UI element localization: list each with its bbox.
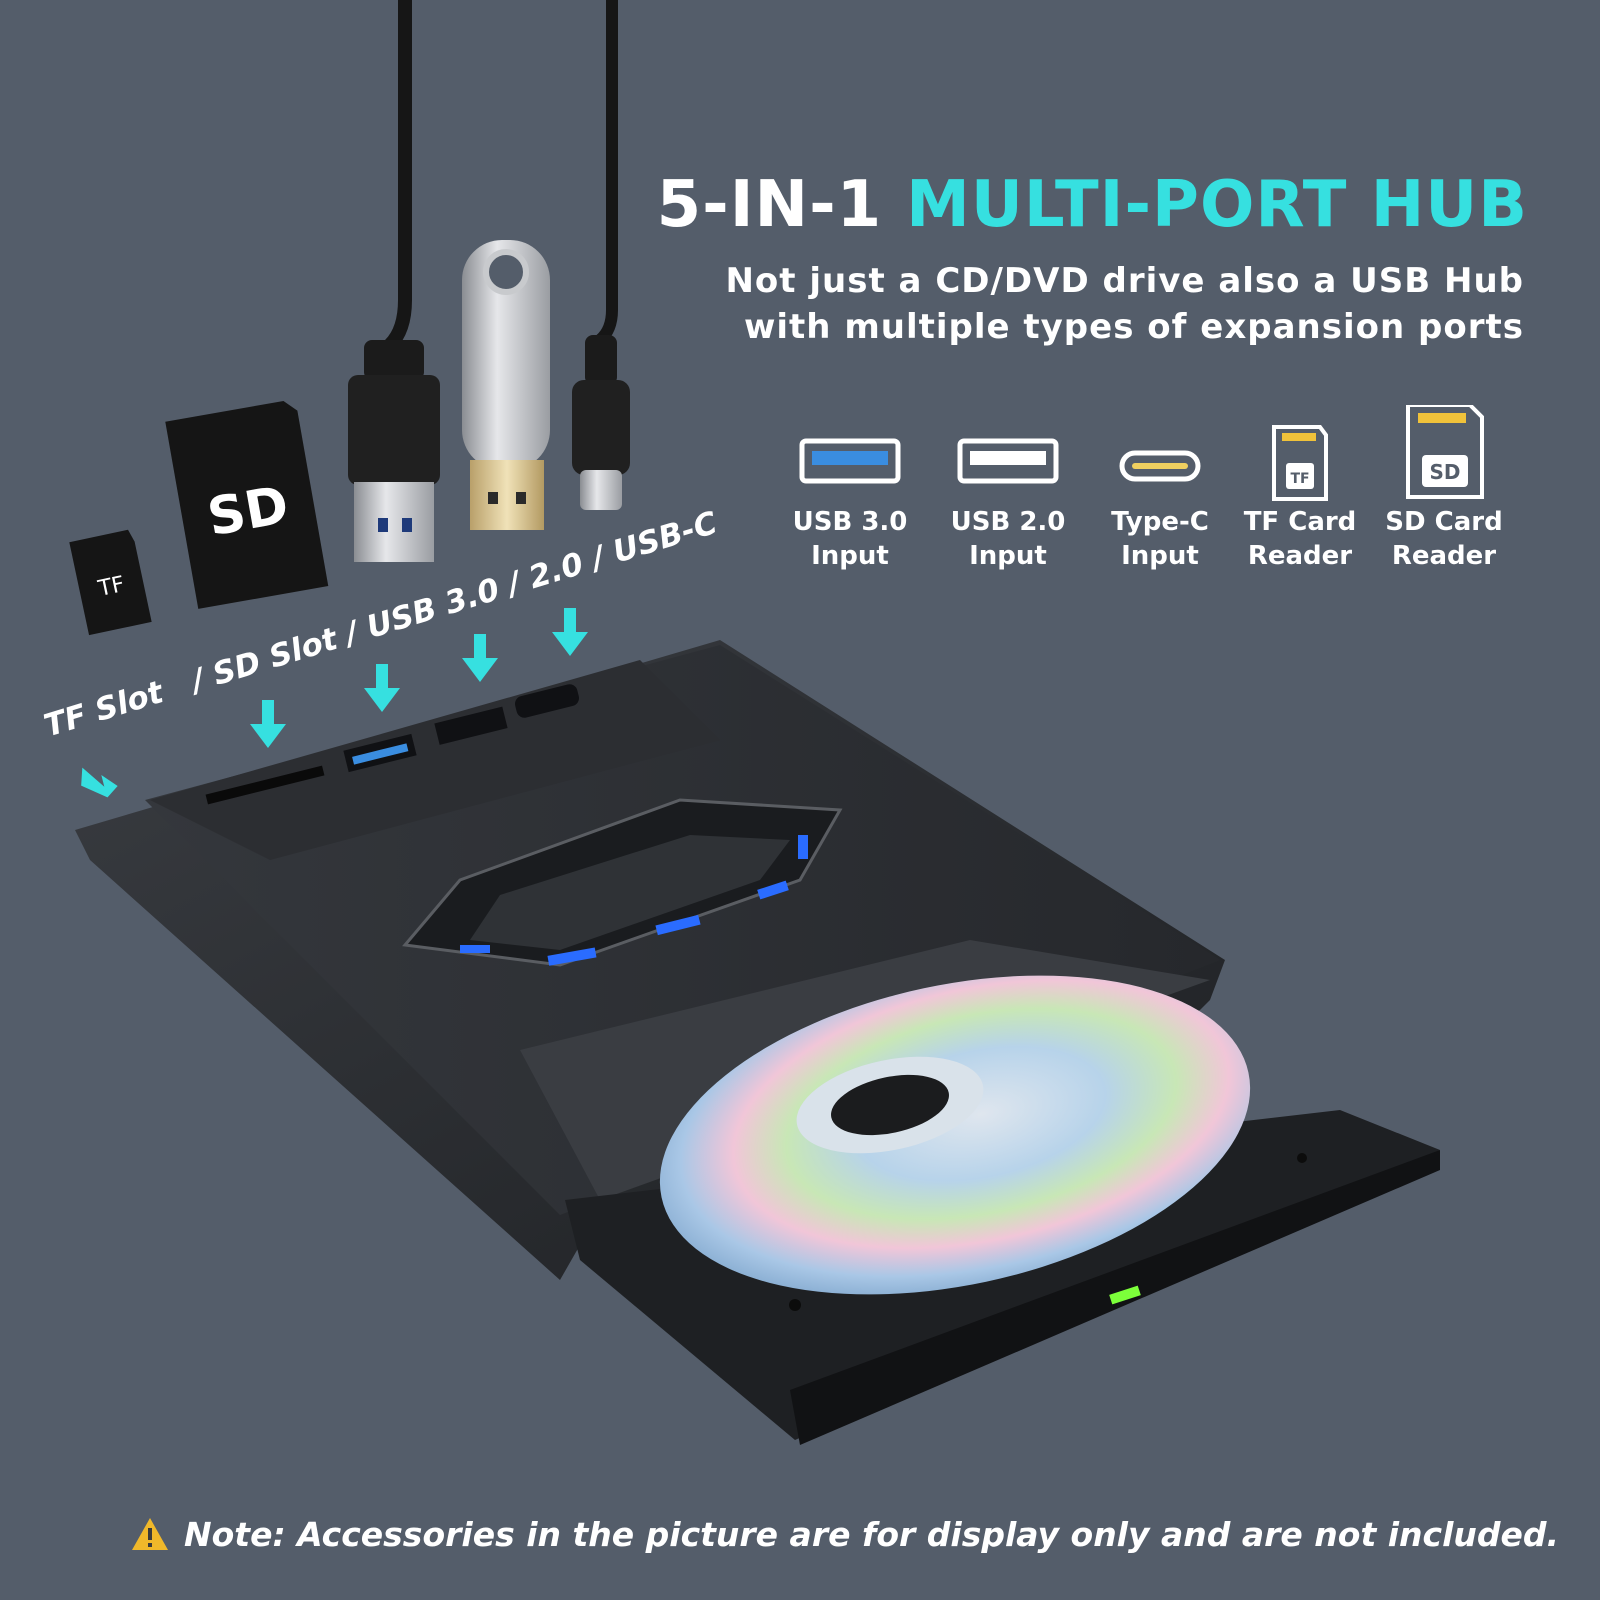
tf-card: TF: [69, 529, 152, 636]
arrow-icon-usb3: [364, 664, 400, 712]
svg-text:SD: SD: [1429, 460, 1460, 484]
feature-tf-card-line1: TF Card: [1243, 507, 1357, 537]
disclaimer-note: Note: Accessories in the picture are for…: [130, 1515, 1559, 1560]
feature-type-c-line1: Type-C: [1111, 507, 1209, 537]
dvd-drive: [75, 640, 1440, 1445]
feature-sd-card: SD SD Card Reader: [1374, 403, 1514, 573]
sd-slot: [205, 765, 325, 805]
feature-usb-3-line1: USB 3.0: [792, 507, 908, 537]
arrow-icon-usbc: [552, 608, 588, 656]
type-c-port-icon: [1090, 405, 1230, 505]
port-feature-list: USB 3.0 Input USB 2.0 Input Type-C Input: [790, 403, 1530, 605]
svg-text:TF: TF: [1290, 471, 1309, 487]
sd-card: SD: [165, 400, 329, 609]
arrow-icon-tf: [81, 767, 118, 798]
arrow-icon-usb2: [462, 634, 498, 682]
usb2-port: [434, 706, 508, 745]
title-highlight: MULTI-PORT HUB: [906, 168, 1528, 242]
optical-disc: [659, 975, 1251, 1295]
page-subtitle: Not just a CD/DVD drive also a USB Hub w…: [704, 258, 1524, 350]
tf-card-icon: TF: [1230, 405, 1370, 505]
subtitle-line-2: with multiple types of expansion ports: [743, 307, 1524, 347]
status-led: [1109, 1285, 1141, 1305]
title-number: 5-IN-1: [656, 168, 883, 242]
page-title: 5-IN-1 MULTI-PORT HUB: [657, 168, 1528, 242]
note-text: Note: Accessories in the picture are for…: [184, 1515, 1560, 1554]
usb-3-port-icon: [780, 405, 920, 505]
usb-flash-drive: [462, 240, 550, 530]
usb-c-cable: [572, 0, 630, 510]
subtitle-line-1: Not just a CD/DVD drive also a USB Hub: [725, 261, 1524, 301]
sd-card-text: SD: [203, 475, 293, 548]
arrow-icon-sd: [250, 700, 286, 748]
warning-icon: [130, 1516, 170, 1560]
feature-tf-card-line2: Reader: [1247, 541, 1353, 571]
feature-usb-2: USB 2.0 Input: [938, 405, 1078, 573]
feature-usb-3: USB 3.0 Input: [780, 405, 920, 573]
feature-usb-3-line2: Input: [811, 541, 889, 571]
feature-usb-2-line2: Input: [969, 541, 1047, 571]
sd-card-icon: SD: [1374, 403, 1514, 505]
feature-usb-2-line1: USB 2.0: [950, 507, 1066, 537]
feature-sd-card-line2: Reader: [1391, 541, 1497, 571]
usb-2-port-icon: [938, 405, 1078, 505]
arrow-icons: [81, 608, 588, 798]
feature-sd-card-line1: SD Card: [1385, 507, 1503, 537]
feature-tf-card: TF TF Card Reader: [1230, 405, 1370, 573]
usbc-port: [514, 684, 580, 718]
usb-a-cable: [348, 0, 440, 562]
feature-type-c-line2: Input: [1121, 541, 1199, 571]
feature-type-c: Type-C Input: [1090, 405, 1230, 573]
tf-card-text: TF: [95, 572, 127, 602]
